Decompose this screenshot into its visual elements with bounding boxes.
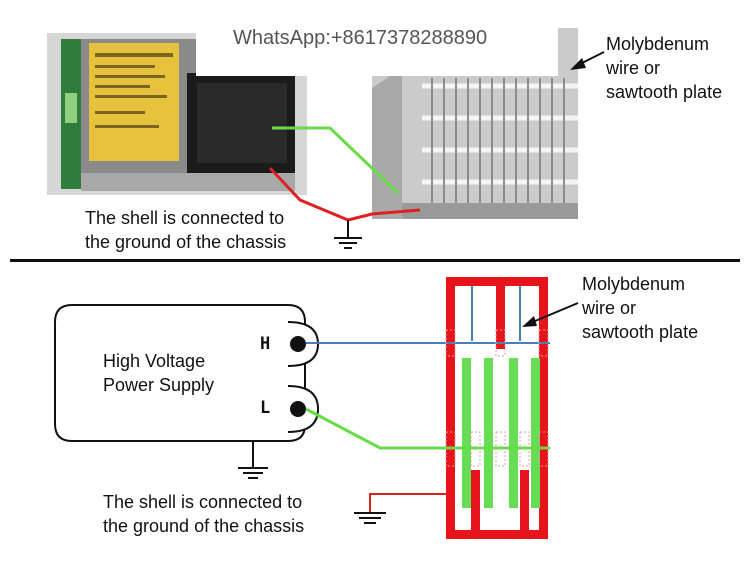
watermark-text: WhatsApp:+8617378288890 (233, 27, 488, 49)
watermark-box (196, 14, 558, 76)
terminal-h-label: H (260, 334, 271, 354)
terminal-l-post (290, 401, 306, 417)
electrode-red-frame (446, 277, 548, 539)
low-voltage-wire (305, 407, 550, 450)
terminal-l-label: L (260, 398, 271, 418)
top-red-wire-right (347, 208, 421, 222)
bottom-ground-label: The shell is connected to the ground of … (103, 492, 305, 536)
yellow-sticker (89, 43, 179, 161)
frame-ground-wire (369, 493, 446, 512)
supply-ground-icon (238, 467, 268, 479)
bottom-electrode-arrowhead (522, 316, 537, 327)
bottom-electrode-label: Molybdenum wire or sawtooth plate (582, 274, 699, 342)
power-supply-label: High Voltage Power Supply (103, 351, 215, 395)
section-divider (10, 259, 740, 262)
top-ground-icon (334, 237, 362, 249)
frame-ground-icon (354, 512, 386, 524)
bottom-electrode-arrow (527, 302, 579, 325)
top-green-wire (272, 126, 400, 195)
top-red-wire-left (268, 166, 349, 222)
power-supply-box (54, 304, 306, 442)
terminal-h-post (290, 336, 306, 352)
top-electrode-arrowhead (570, 58, 586, 70)
top-ground-label: The shell is connected to the ground of … (85, 208, 287, 252)
top-electrode-label: Molybdenum wire or sawtooth plate (606, 34, 723, 102)
green-plates (462, 358, 540, 508)
insulator-marks (445, 329, 549, 467)
